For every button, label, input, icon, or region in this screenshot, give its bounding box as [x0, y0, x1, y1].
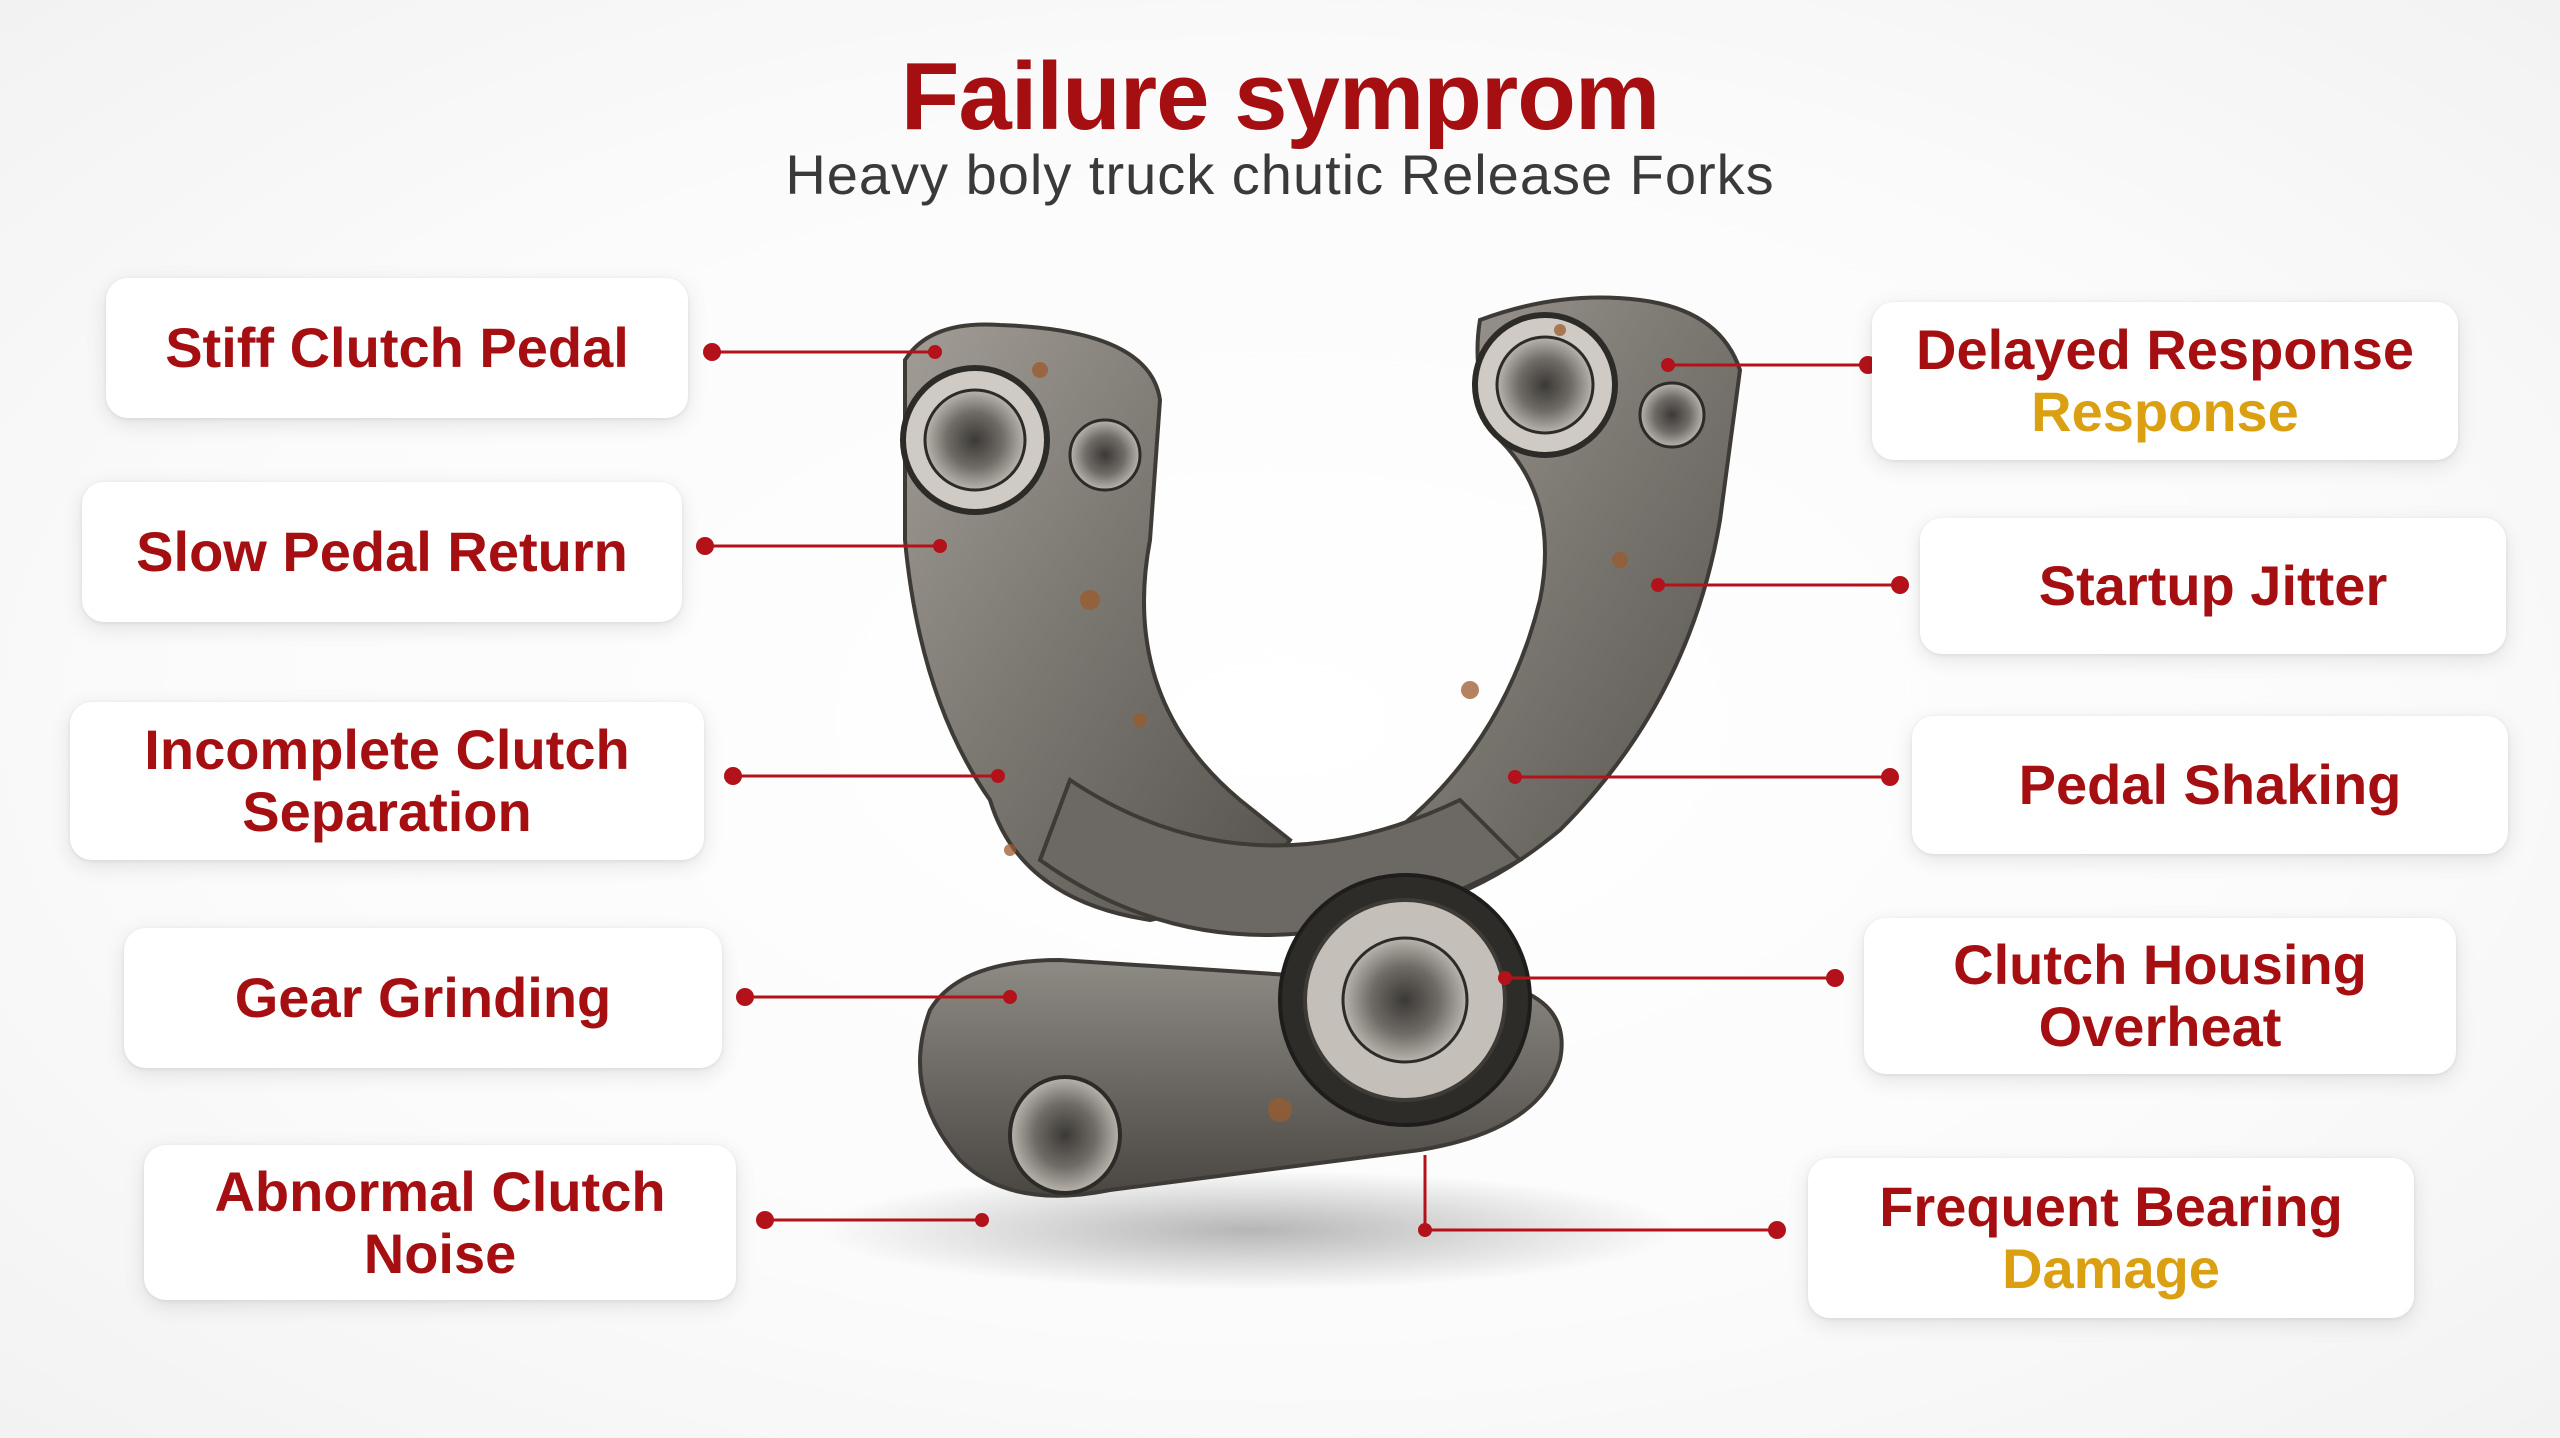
label-delayed-response: Delayed Response Response [1872, 302, 2458, 460]
label-clutch-housing-overheat: Clutch Housing Overheat [1864, 918, 2456, 1074]
label-line2: Response [2031, 380, 2299, 443]
label-line2: Separation [242, 780, 532, 843]
label-startup-jitter: Startup Jitter [1920, 518, 2506, 654]
rust-spots [1004, 324, 1628, 1122]
label-line1: Pedal Shaking [2018, 753, 2402, 816]
left-small-hole [1068, 418, 1142, 492]
label-line1: Clutch Housing [1953, 933, 2367, 996]
left-threaded-bore [923, 388, 1027, 492]
label-line1: Delayed Response [1916, 318, 2414, 381]
label-line1: Slow Pedal Return [136, 520, 628, 583]
label-frequent-bearing-damage: Frequent Bearing Damage [1808, 1158, 2414, 1318]
leader-lines-left [696, 343, 1017, 1229]
label-abnormal-clutch-noise: Abnormal Clutch Noise [144, 1145, 736, 1300]
page-subtitle: Heavy boly truck chutic Release Forks [785, 143, 1775, 206]
label-stiff-clutch-pedal: Stiff Clutch Pedal [106, 278, 688, 418]
label-gear-grinding: Gear Grinding [124, 928, 722, 1068]
label-slow-pedal-return: Slow Pedal Return [82, 482, 682, 622]
page-title: Failure symprom [900, 43, 1661, 150]
right-small-hole [1638, 381, 1706, 449]
label-line1: Incomplete Clutch [144, 718, 630, 781]
label-line2: Damage [2002, 1237, 2220, 1300]
label-line1: Frequent Bearing [1879, 1175, 2343, 1238]
base-bolt-hole [1008, 1075, 1122, 1195]
center-threaded-bore [1341, 936, 1469, 1064]
label-line2: Noise [363, 1221, 517, 1285]
part-shadow [820, 1170, 1680, 1290]
label-pedal-shaking: Pedal Shaking [1912, 716, 2508, 854]
leader-lines-right [1418, 356, 1909, 1239]
label-line1: Startup Jitter [2038, 554, 2388, 617]
label-line1: Abnormal Clutch [214, 1159, 666, 1223]
right-threaded-bore [1495, 335, 1595, 435]
label-line2: Overheat [2038, 995, 2282, 1058]
label-line1: Stiff Clutch Pedal [165, 316, 629, 379]
label-incomplete-clutch-separation: Incomplete Clutch Separation [70, 702, 704, 860]
label-line1: Gear Grinding [234, 966, 612, 1029]
